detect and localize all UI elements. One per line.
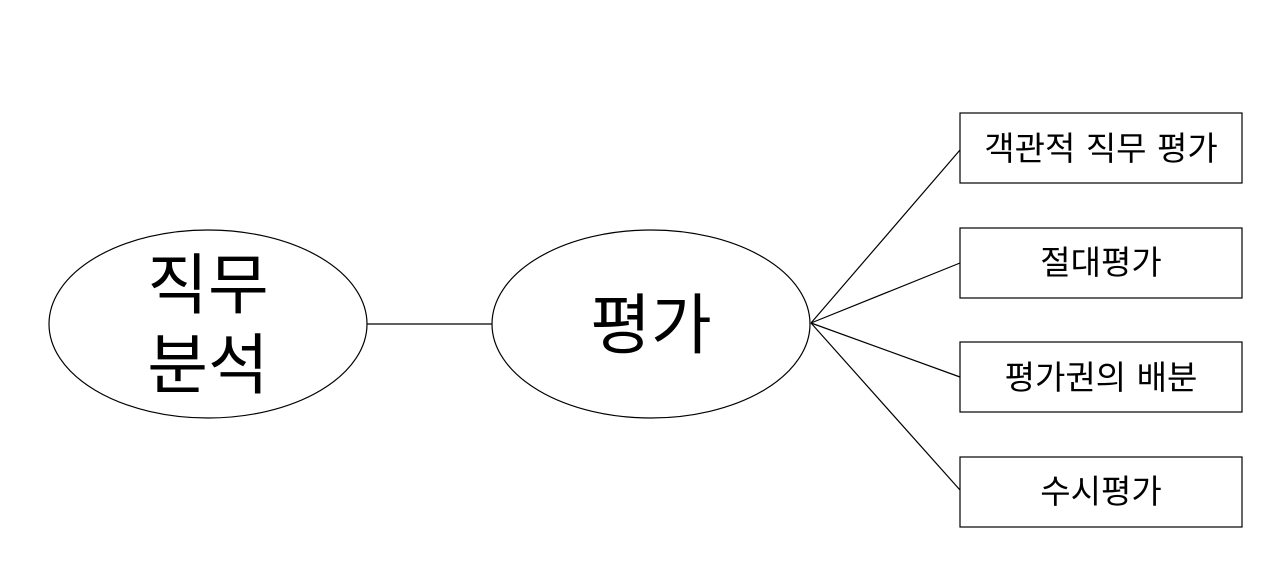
job-analysis-ellipse xyxy=(48,229,368,419)
branch-box-2-frame xyxy=(959,227,1243,299)
job-analysis-label-line2: 분석 xyxy=(147,327,268,404)
evaluation-label: 평가 xyxy=(590,287,711,364)
branch-box-3-frame xyxy=(959,341,1243,413)
branch-box-1-frame xyxy=(959,112,1243,184)
branch-box-4: 수시평가 xyxy=(959,456,1243,528)
evaluation-ellipse xyxy=(491,229,811,419)
connector-branch-3 xyxy=(810,322,961,378)
branch-box-4-frame xyxy=(959,456,1243,528)
branch-label-objective-evaluation: 객관적 직무 평가 xyxy=(984,129,1218,168)
branch-label-ongoing-evaluation: 수시평가 xyxy=(1040,472,1161,511)
job-analysis-label-line1: 직무 xyxy=(147,247,268,324)
connector-branch-1 xyxy=(810,149,961,324)
branch-label-absolute-evaluation: 절대평가 xyxy=(1040,243,1161,282)
job-analysis-node: 직무 분석 xyxy=(48,229,368,419)
branch-box-1: 객관적 직무 평가 xyxy=(959,112,1243,184)
connector-branch-2 xyxy=(810,262,961,324)
branch-label-authority-distribution: 평가권의 배분 xyxy=(1005,358,1198,397)
branch-box-2: 절대평가 xyxy=(959,227,1243,299)
evaluation-node: 평가 xyxy=(491,229,811,419)
connector-branch-4 xyxy=(810,322,961,491)
branch-box-3: 평가권의 배분 xyxy=(959,341,1243,413)
